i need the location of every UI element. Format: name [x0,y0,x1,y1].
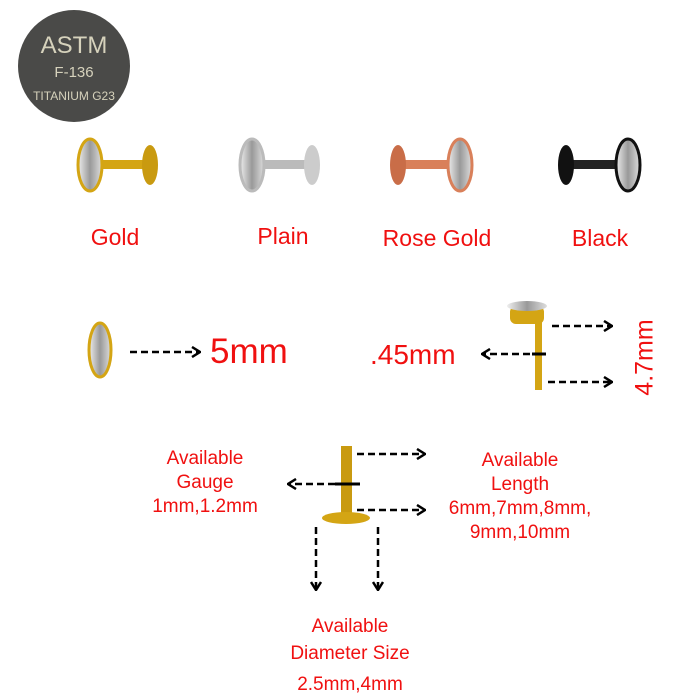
earring-gold [76,137,158,193]
color-option-gold[interactable]: Gold [90,224,140,250]
length-title: Available [481,450,559,471]
length-values-1: 6mm,7mm,8mm, [448,498,592,519]
badge-code: F-136 [54,64,94,81]
color-option-plain[interactable]: Plain [257,223,309,249]
color-option-rose-gold[interactable]: Rose Gold [382,225,492,251]
diameter-subtitle: Diameter Size [290,643,410,664]
length-values-2: 9mm,10mm [469,522,571,543]
gauge-values: 1mm,1.2mm [152,496,258,517]
gauge-subtitle: Gauge [176,472,234,493]
diameter-title: Available [311,616,389,637]
gauge-title: Available [166,448,244,469]
gauge-thickness-label: .45mm [370,339,456,370]
badge-material: TITANIUM G23 [33,89,115,103]
badge-standard: ASTM [40,32,108,59]
head-height-label: 4.7mm [630,319,659,396]
diameter-values: 2.5mm,4mm [297,674,403,695]
stone-size-label: 5mm [210,332,288,371]
material-badge: ASTM F-136 TITANIUM G23 [18,10,130,122]
available-diameter: Available Diameter Size 2.5mm,4mm [290,613,409,698]
available-gauge: Available Gauge 1mm,1.2mm [152,447,258,519]
length-subtitle: Length [490,474,550,495]
earring-plain [238,137,320,193]
earring-black [558,137,642,193]
stone-size-diagram [87,321,200,379]
color-option-black[interactable]: Black [571,225,629,251]
side-view-diagram [482,301,612,390]
post-diagram [288,446,425,590]
available-length: Available Length 6mm,7mm,8mm, 9mm,10mm [449,449,592,545]
earring-rose-gold [390,137,474,193]
